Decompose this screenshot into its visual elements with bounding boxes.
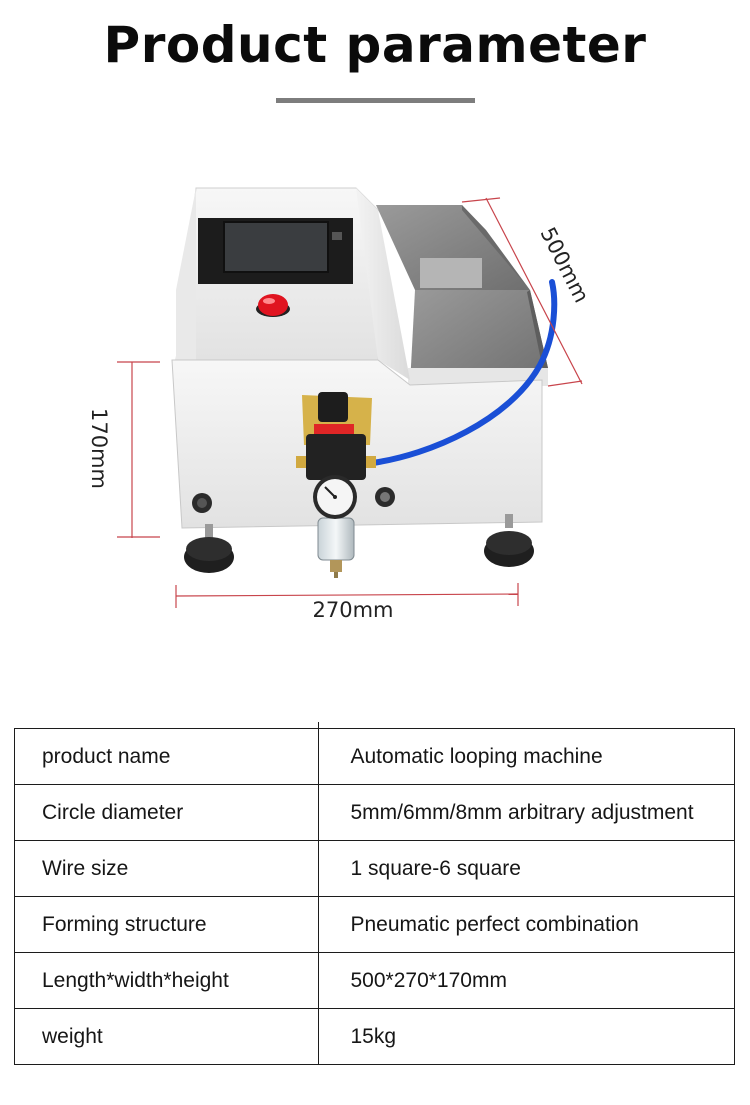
table-row: product name Automatic looping machine bbox=[14, 728, 735, 785]
spec-value: 1 square-6 square bbox=[317, 840, 735, 897]
page-title: Product parameter bbox=[103, 16, 647, 74]
table-row: Wire size 1 square-6 square bbox=[14, 840, 735, 897]
indicator-light bbox=[256, 294, 290, 317]
table-row: weight 15kg bbox=[14, 1008, 735, 1065]
height-dimension-label: 170mm bbox=[87, 408, 111, 489]
air-filter-regulator bbox=[296, 392, 376, 578]
width-dimension-label: 270mm bbox=[313, 598, 394, 622]
product-image: 500mm 170mm 270mm bbox=[87, 187, 594, 622]
touch-screen bbox=[198, 218, 353, 284]
spec-name: Wire size bbox=[14, 840, 319, 897]
spec-value: 500*270*170mm bbox=[317, 952, 735, 1009]
title-underline bbox=[276, 98, 475, 103]
spec-name: Forming structure bbox=[14, 896, 319, 953]
air-hose bbox=[369, 279, 558, 466]
table-row: Forming structure Pneumatic perfect comb… bbox=[14, 896, 735, 953]
spec-name: weight bbox=[14, 1008, 319, 1065]
spec-name: Length*width*height bbox=[14, 952, 319, 1009]
length-dimension-label: 500mm bbox=[536, 223, 594, 306]
spec-name: product name bbox=[14, 728, 319, 785]
height-dimension-line bbox=[117, 361, 160, 538]
spec-value: Pneumatic perfect combination bbox=[317, 896, 735, 953]
pressure-gauge bbox=[313, 475, 357, 519]
table-row: Length*width*height 500*270*170mm bbox=[14, 952, 735, 1009]
spec-value: 15kg bbox=[317, 1008, 735, 1065]
spec-table: product name Automatic looping machine C… bbox=[14, 722, 735, 1065]
spec-value: Automatic looping machine bbox=[317, 728, 735, 785]
spec-value: 5mm/6mm/8mm arbitrary adjustment bbox=[317, 784, 735, 841]
width-dimension-line bbox=[175, 583, 519, 608]
top-plate bbox=[376, 205, 548, 386]
spec-name: Circle diameter bbox=[14, 784, 319, 841]
leveling-feet bbox=[184, 514, 534, 573]
table-row: Circle diameter 5mm/6mm/8mm arbitrary ad… bbox=[14, 784, 735, 841]
length-dimension-line bbox=[461, 197, 583, 387]
